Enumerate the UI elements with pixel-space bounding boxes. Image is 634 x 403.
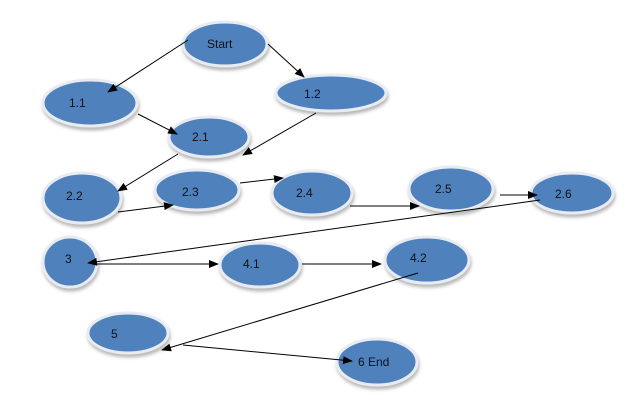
edge-arrow-n1-2-to-n2-1 xyxy=(242,112,317,156)
node-ellipse xyxy=(167,115,251,159)
node-ellipse xyxy=(86,311,170,355)
node-2-1: 2.1 xyxy=(167,115,251,159)
node-4-1: 4.1 xyxy=(218,241,302,289)
edge-arrow-n2-1-to-n2-2 xyxy=(117,153,179,192)
node-ellipse xyxy=(335,337,419,387)
node-label: 1.2 xyxy=(304,87,321,101)
node-label: 2.1 xyxy=(192,130,209,144)
node-ellipse xyxy=(274,73,388,113)
node-ellipse xyxy=(407,165,495,213)
node-ellipse xyxy=(383,235,471,285)
node-label: 2.6 xyxy=(555,187,572,201)
node-ellipse xyxy=(270,169,354,217)
node-label: 2.5 xyxy=(435,182,452,196)
node-ellipse xyxy=(41,171,123,225)
node-2-6: 2.6 xyxy=(529,171,615,215)
edge-arrow-n2-2-to-n2-3 xyxy=(117,202,174,213)
node-label: 4.1 xyxy=(243,257,260,271)
node-label: 6 End xyxy=(358,355,389,369)
node-label: 2.4 xyxy=(296,186,313,200)
edge-arrow-n1-1-to-n2-1 xyxy=(137,113,178,135)
node-label: 1.1 xyxy=(69,96,86,110)
node-3: 3 xyxy=(41,235,99,289)
node-4-2: 4.2 xyxy=(383,235,471,285)
node-ellipse xyxy=(218,241,302,289)
edge-arrow-n2-3-to-n2-4 xyxy=(239,175,284,184)
node-ellipse xyxy=(153,168,241,212)
edge-arrow-start-to-n1-1 xyxy=(107,39,189,93)
node-1-2: 1.2 xyxy=(274,73,388,113)
edge-arrow-n2-6-to-n3 xyxy=(87,199,541,266)
node-2-3: 2.3 xyxy=(153,168,241,212)
node-start: Start xyxy=(181,20,269,68)
node-ellipse xyxy=(181,20,269,68)
node-label: 3 xyxy=(65,252,72,266)
edge-arrow-n5-to-end xyxy=(182,344,353,365)
node-6-end: 6 End xyxy=(335,337,419,387)
node-ellipse xyxy=(529,171,615,215)
node-label: 4.2 xyxy=(410,251,427,265)
node-label: 2.2 xyxy=(66,189,83,203)
edge-arrow-start-to-n1-2 xyxy=(267,43,305,78)
node-5: 5 xyxy=(86,311,170,355)
node-2-4: 2.4 xyxy=(270,169,354,217)
node-2-2: 2.2 xyxy=(41,171,123,225)
node-label: Start xyxy=(207,37,233,51)
node-label: 5 xyxy=(111,327,118,341)
node-label: 2.3 xyxy=(182,185,199,199)
node-1-1: 1.1 xyxy=(41,78,139,128)
node-ellipse xyxy=(41,78,139,128)
node-2-5: 2.5 xyxy=(407,165,495,213)
edge-arrow-n4-2-to-n5 xyxy=(161,272,419,352)
